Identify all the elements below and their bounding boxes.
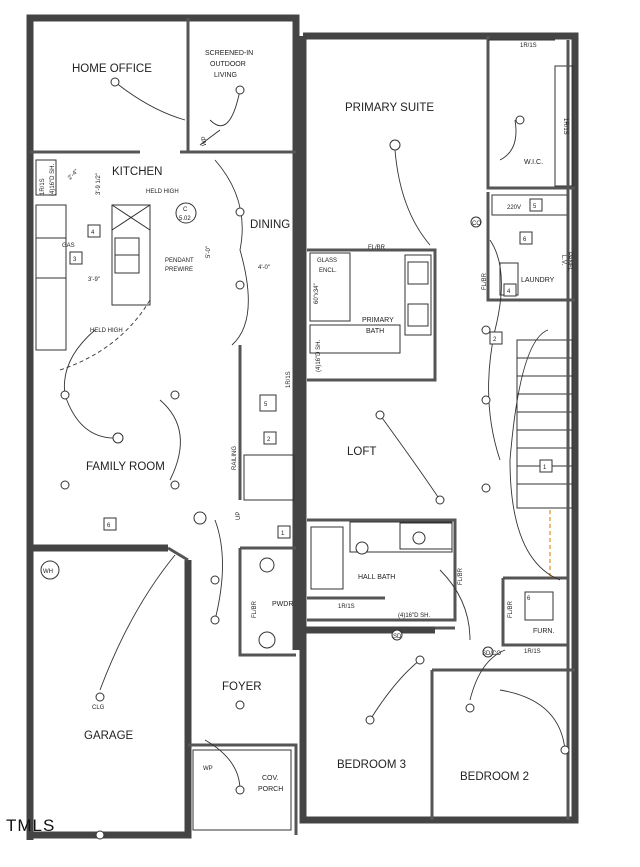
room-label-dining: DINING: [250, 219, 290, 231]
tag-1-loft: 1: [543, 465, 547, 471]
room-label-bedroom-2: BEDROOM 2: [460, 771, 529, 783]
note-railing: RAILING: [232, 446, 238, 470]
kitchen-cabinets: [35, 159, 151, 351]
tag-2-stair: 2: [267, 437, 271, 443]
note-sh-primary-bath: (4)16"D SH.: [316, 340, 322, 372]
note-sd-co: SD/CO: [482, 651, 501, 657]
room-label-home-office: HOME OFFICE: [72, 63, 152, 75]
note-dim-5-0: 5'-0": [206, 246, 212, 258]
porch-area: [192, 129, 292, 831]
note-fl-br-pwdr: FL/BR: [252, 600, 258, 618]
tag-6-furn: 6: [527, 596, 531, 602]
note-220v: 220V: [507, 205, 521, 211]
note-dim-4-0: 4'-0": [258, 265, 270, 271]
note-c-sheet: 5.02: [179, 216, 191, 222]
room-label-cov-porch-2: PORCH: [258, 786, 283, 793]
room-label-screened-porch-2: OUTDOOR: [210, 61, 246, 68]
room-label-bedroom-3: BEDROOM 3: [337, 759, 406, 771]
note-shelf-wic-side: 1R/1S: [562, 118, 568, 135]
note-fl-br-laundry: FL/BR: [482, 272, 488, 290]
room-label-primary-bath-2: BATH: [366, 328, 384, 335]
note-wh: WH: [43, 569, 53, 575]
first-floor-walls: [26, 14, 300, 840]
tag-3-kitchen: 3: [73, 257, 77, 263]
wiring: [59, 81, 566, 791]
note-sh-kitchen: (4)16"D SH.: [50, 164, 56, 196]
tag-5-stair: 5: [264, 402, 268, 408]
tag-boxes: [69, 198, 553, 539]
note-dim-3-9: 3'-9": [88, 277, 100, 283]
note-pendant-prewire-1: PENDANT: [165, 258, 194, 264]
note-fl-br-primary: FL/BR: [368, 245, 386, 251]
note-fl-br-furn: FL/BR: [508, 600, 514, 618]
room-label-foyer: FOYER: [222, 681, 262, 693]
note-shelf-kitchen: 1R/1S: [40, 178, 46, 195]
room-label-cov-porch-1: COV.: [262, 775, 279, 782]
room-label-glass-encl-1: GLASS: [317, 258, 337, 264]
note-shelf-furn: 1R/1S: [524, 649, 541, 655]
note-c-ref: C: [183, 207, 188, 213]
room-label-primary-bath-1: PRIMARY: [362, 317, 394, 324]
note-wp-lower: WP: [203, 766, 213, 772]
note-fl-br-hall: FL/BR: [458, 567, 464, 585]
note-held-high-top: HELD HIGH: [146, 189, 179, 195]
room-label-wic: W.I.C.: [524, 159, 543, 166]
tag-1-stair: 1: [281, 531, 285, 537]
room-label-hall-bath: HALL BATH: [358, 574, 395, 581]
note-up: UP: [236, 512, 242, 520]
fixtures: [40, 77, 570, 840]
note-sh-hall: (4)16"D SH.: [398, 613, 430, 619]
note-shelf-hall: 1R/1S: [338, 604, 355, 610]
tag-2-loft: 2: [493, 337, 497, 343]
tag-4-kitchen: 4: [91, 230, 95, 236]
note-dim-shower: 60"x34": [314, 283, 320, 304]
note-shelf-stair: 1R/1S: [286, 371, 292, 388]
second-floor-walls: [299, 32, 579, 824]
room-label-pwdr: PWDR: [272, 601, 293, 608]
watermark-logo: TMLS: [6, 816, 56, 835]
room-label-family-room: FAMILY ROOM: [86, 461, 165, 473]
tag-6-laundry: 6: [523, 237, 527, 243]
note-gas: GAS: [62, 243, 75, 249]
tag-5-laundry: 5: [533, 204, 537, 210]
room-label-screened-porch-1: SCREENED-IN: [205, 50, 253, 57]
note-lv-panel-2: PANEL: [566, 252, 572, 272]
room-label-screened-porch-3: LIVING: [214, 72, 237, 79]
note-dim-2-4: 2'-4": [67, 169, 80, 182]
note-shelf-wic-top: 1R/1S: [520, 43, 537, 49]
note-lv-panel-1: L.V.: [560, 255, 566, 265]
note-co: CO: [472, 221, 481, 227]
room-label-primary-suite: PRIMARY SUITE: [345, 102, 434, 114]
room-label-glass-encl-2: ENCL.: [319, 268, 337, 274]
room-label-garage: GARAGE: [84, 730, 134, 742]
note-dim-3-9-half: 3'-9 1/2": [96, 173, 102, 195]
note-sd: SD: [393, 634, 402, 640]
room-label-loft: LOFT: [347, 446, 376, 458]
note-held-high-bottom: HELD HIGH: [90, 328, 123, 334]
room-label-laundry: LAUNDRY: [521, 277, 555, 284]
note-pendant-prewire-2: PREWIRE: [165, 267, 193, 273]
note-clg: CLG: [92, 705, 105, 711]
tag-4-laundry: 4: [507, 289, 511, 295]
note-wp-upper: WP: [202, 136, 208, 146]
tag-6-family: 6: [107, 523, 111, 529]
room-label-furn: FURN.: [533, 628, 554, 635]
room-label-kitchen: KITCHEN: [112, 166, 162, 178]
